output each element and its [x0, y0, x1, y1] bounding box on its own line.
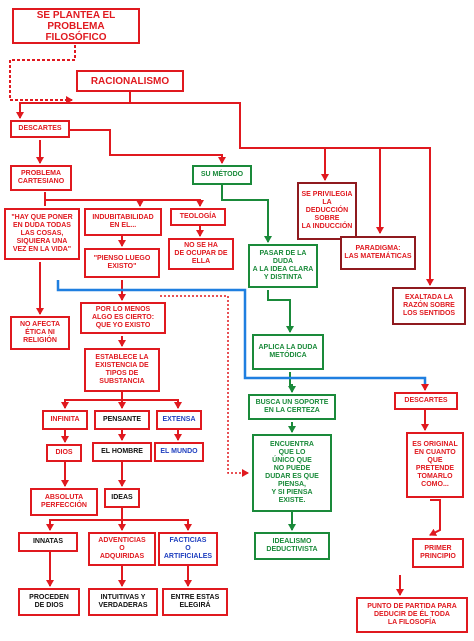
node-pasar-de-la-duda: PASAR DE LA DUDA A LA IDEA CLARA Y DISTI…	[248, 244, 318, 288]
node-aplica-la-duda: APLICA LA DUDA METÓDICA	[252, 334, 324, 370]
node-no-afecta: NO AFECTA ÉTICA NI RELIGIÓN	[10, 316, 70, 350]
node-extensa: EXTENSA	[156, 410, 202, 430]
node-innatas: INNATAS	[18, 532, 78, 552]
node-por-lo-menos: POR LO MENOS ALGO ES CIERTO: QUE YO EXIS…	[80, 302, 166, 334]
node-ideas: IDEAS	[104, 488, 140, 508]
node-dios: DIOS	[46, 444, 82, 462]
node-descartes: DESCARTES	[10, 120, 70, 138]
node-punto-de-partida: PUNTO DE PARTIDA PARA DEDUCIR DE ÉL TODA…	[356, 597, 468, 633]
node-racionalismo: RACIONALISMO	[76, 70, 184, 92]
node-el-hombre: EL HOMBRE	[92, 442, 152, 462]
node-idealismo: IDEALISMO DEDUCTIVISTA	[254, 532, 330, 560]
node-pienso-luego-existo: "PIENSO LUEGO EXISTO"	[84, 248, 160, 278]
node-encuentra: ENCUENTRA QUE LO ÚNICO QUE NO PUEDE DUDA…	[252, 434, 332, 512]
node-proceden-de-dios: PROCEDEN DE DIOS	[18, 588, 80, 616]
node-es-original: ES ORIGINAL EN CUANTO QUE PRETENDE TOMAR…	[406, 432, 464, 498]
node-no-se-ha: NO SE HA DE OCUPAR DE ELLA	[168, 238, 234, 270]
node-intuitivas: INTUITIVAS Y VERDADERAS	[88, 588, 158, 616]
node-teologia: TEOLOGÍA	[170, 208, 226, 226]
node-problema-filosofico: SE PLANTEA EL PROBLEMA FILOSÓFICO	[12, 8, 140, 44]
node-primer-principio: PRIMER PRINCIPIO	[412, 538, 464, 568]
node-establece: ESTABLECE LA EXISTENCIA DE TIPOS DE SUBS…	[84, 348, 160, 392]
node-descartes-2: DESCARTES	[394, 392, 458, 410]
node-entre-estas: ENTRE ESTAS ELEGIRÁ	[162, 588, 228, 616]
node-adventicias: ADVENTICIAS O ADQUIRIDAS	[88, 532, 156, 566]
node-exaltada: EXALTADA LA RAZÓN SOBRE LOS SENTIDOS	[392, 287, 466, 325]
node-pensante: PENSANTE	[94, 410, 150, 430]
node-paradigma: PARADIGMA: LAS MATEMÁTICAS	[340, 236, 416, 270]
node-indubitabilidad: INDUBITABILIDAD EN EL...	[84, 208, 162, 236]
node-busca-soporte: BUSCA UN SOPORTE EN LA CERTEZA	[248, 394, 336, 420]
node-el-mundo: EL MUNDO	[154, 442, 204, 462]
node-problema-cartesiano: PROBLEMA CARTESIANO	[10, 165, 72, 191]
node-infinita: INFINITA	[42, 410, 88, 430]
node-su-metodo: SU MÉTODO	[192, 165, 252, 185]
node-deduccion: SE PRIVILEGIA LA DEDUCCIÓN SOBRE LA INDU…	[297, 182, 357, 240]
node-facticias: FACTICIAS O ARTIFICIALES	[158, 532, 218, 566]
node-absoluta-perfeccion: ABSOLUTA PERFECCIÓN	[30, 488, 98, 516]
node-hay-que-poner: "HAY QUE PONER EN DUDA TODAS LAS COSAS, …	[4, 208, 80, 260]
